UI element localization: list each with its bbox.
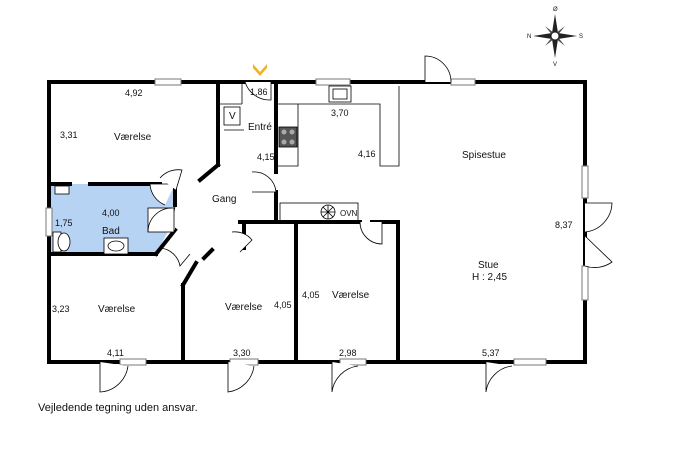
dim-405b: 4,05 [274, 300, 292, 310]
bathroom-area [49, 184, 175, 254]
dim-405a: 4,05 [302, 290, 320, 300]
toilet [57, 232, 71, 252]
dim-411: 4,11 [107, 348, 124, 358]
compass-rose-icon: N S Ø V [527, 7, 583, 68]
sink-basin [332, 88, 348, 100]
room-stue: Stue [478, 260, 499, 271]
compass-v: V [553, 62, 557, 68]
room-bad: Bad [102, 226, 120, 237]
dim-331: 3,31 [60, 130, 78, 140]
dim-837: 8,37 [555, 220, 573, 230]
room-labels: Værelse Entré Gang Bad Spisestue Stue H … [98, 111, 507, 315]
entrance-arrow-icon [253, 64, 267, 76]
dim-537: 5,37 [482, 348, 500, 358]
bathroom-fixtures [52, 185, 175, 255]
dim-415: 4,15 [257, 152, 275, 162]
room-spisestue: Spisestue [462, 150, 506, 161]
dim-323: 3,23 [52, 304, 70, 314]
room-vaerelse-bottom-mid: Værelse [225, 302, 263, 313]
disclaimer-caption: Vejledende tegning uden ansvar. [38, 402, 198, 414]
oven-unit: OVN [279, 202, 359, 222]
doors [99, 55, 613, 393]
stove [278, 126, 298, 148]
room-vaerelse-bottom-left: Værelse [98, 304, 136, 315]
room-vaerelse-top-left: Værelse [114, 132, 152, 143]
dim-175: 1,75 [55, 218, 73, 228]
dim-298: 2,98 [339, 348, 357, 358]
oven-label: OVN [340, 209, 358, 218]
entrance-details [218, 82, 244, 131]
compass-n: N [527, 34, 531, 40]
dim-186: 1,86 [250, 87, 268, 97]
room-vaerelse-bottom-right: Værelse [332, 290, 370, 301]
sink [328, 85, 352, 103]
washbasin [103, 237, 129, 255]
dim-370: 3,70 [331, 108, 349, 118]
dim-416: 4,16 [358, 149, 376, 159]
dim-400: 4,00 [102, 208, 120, 218]
shower-tray [147, 207, 175, 233]
dim-492: 4,92 [125, 88, 143, 98]
outer-walls [47, 80, 587, 364]
dimension-labels: 4,92 3,31 1,86 3,70 4,15 4,16 4,00 1,75 … [52, 87, 573, 358]
compass-s: S [579, 34, 583, 40]
kitchen-counter [276, 85, 400, 167]
room-stue-height: H : 2,45 [472, 272, 507, 283]
room-gang: Gang [212, 194, 236, 205]
closet-marker: V [229, 111, 236, 122]
room-entre: Entré [248, 122, 272, 133]
interior-walls [47, 82, 400, 364]
compass-o: Ø [553, 7, 558, 13]
dim-330: 3,30 [233, 348, 251, 358]
